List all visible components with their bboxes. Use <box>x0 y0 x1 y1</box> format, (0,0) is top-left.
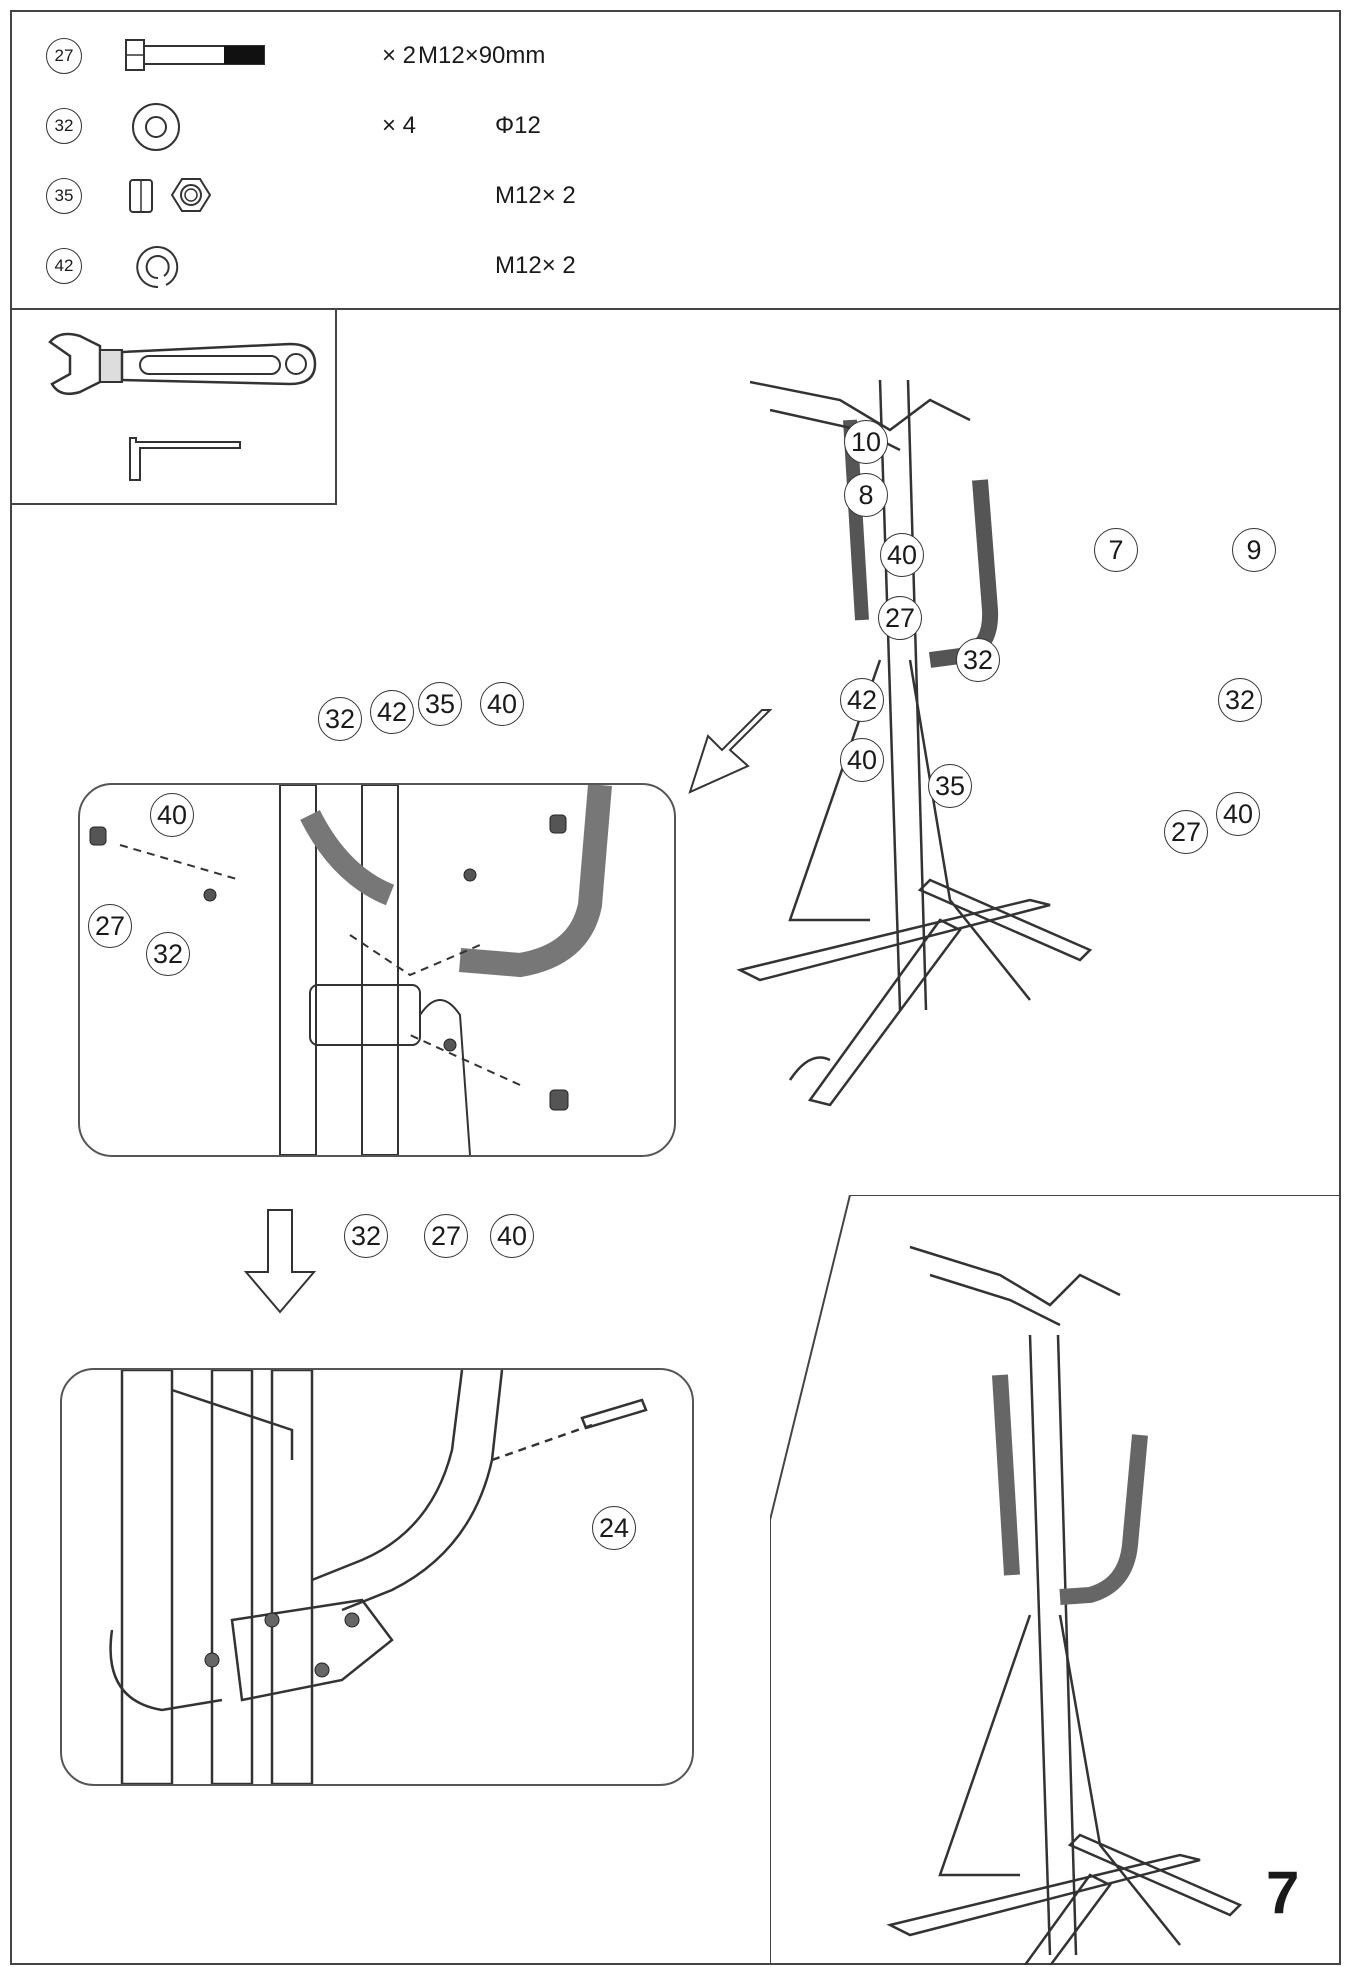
page-frame <box>10 10 1341 1965</box>
spring-washer-icon <box>136 246 179 289</box>
final-assembly-drawing <box>770 1195 1341 1965</box>
overview-assembly-drawing <box>736 379 1093 1107</box>
part-row-35: 35 M12× 2 <box>10 164 1341 224</box>
callout-label: 40 <box>1216 792 1260 836</box>
callout-label: 40 <box>880 533 924 577</box>
callout-label: 32 <box>956 638 1000 682</box>
tools-box <box>10 310 337 505</box>
page-number: 7 <box>1266 1859 1300 1926</box>
part-row-32: 32 × 4 Φ12 <box>10 94 1341 154</box>
callout-label: 8 <box>844 473 888 517</box>
allen-key-icon <box>129 437 241 481</box>
nut-icon <box>129 178 212 213</box>
arrow-down-icon <box>243 1209 317 1314</box>
callout-label: 32 <box>146 932 190 976</box>
callout-label: 40 <box>480 682 524 726</box>
part-quantity: × 2 <box>382 42 417 69</box>
part-number: 32 <box>46 108 82 144</box>
callout-label: 42 <box>840 678 884 722</box>
callout-label: 32 <box>1218 678 1262 722</box>
callout-label: 40 <box>150 793 194 837</box>
part-number: 27 <box>46 38 82 74</box>
callout-label: 27 <box>88 904 132 948</box>
callout-label: 42 <box>370 690 414 734</box>
callout-label: 27 <box>1164 810 1208 854</box>
callout-label: 40 <box>490 1214 534 1258</box>
detail-1-drawing <box>89 785 612 1155</box>
callout-label: 27 <box>424 1214 468 1258</box>
callout-label: 10 <box>844 420 888 464</box>
bolt-icon <box>125 39 265 71</box>
arrow-down-left-icon <box>688 709 773 794</box>
part-spec: M12× 2 <box>495 252 576 279</box>
part-row-27: 27 × 2 M12×90mm <box>10 24 1341 84</box>
callout-label: 32 <box>318 697 362 741</box>
callout-label: 40 <box>840 738 884 782</box>
callout-label: 24 <box>592 1506 636 1550</box>
part-quantity: × 4 <box>382 112 417 139</box>
part-spec: Φ12 <box>495 112 541 139</box>
callout-label: 32 <box>344 1214 388 1258</box>
callout-label: 27 <box>878 596 922 640</box>
callout-label: 35 <box>928 764 972 808</box>
detail-2-drawing <box>109 1370 648 1784</box>
part-number: 42 <box>46 248 82 284</box>
part-number: 35 <box>46 178 82 214</box>
callout-label: 7 <box>1094 528 1138 572</box>
detail-panel-2 <box>60 1368 694 1786</box>
parts-list: 27 × 2 M12×90mm 32 × 4 Φ12 35 M12× 2 42 <box>10 10 1341 310</box>
wrench-icon <box>48 332 317 395</box>
part-spec: M12×90mm <box>418 42 546 69</box>
part-row-42: 42 M12× 2 <box>10 234 1341 294</box>
washer-icon <box>132 103 180 151</box>
callout-label: 35 <box>418 682 462 726</box>
part-spec: M12× 2 <box>495 182 576 209</box>
callout-label: 9 <box>1232 528 1276 572</box>
